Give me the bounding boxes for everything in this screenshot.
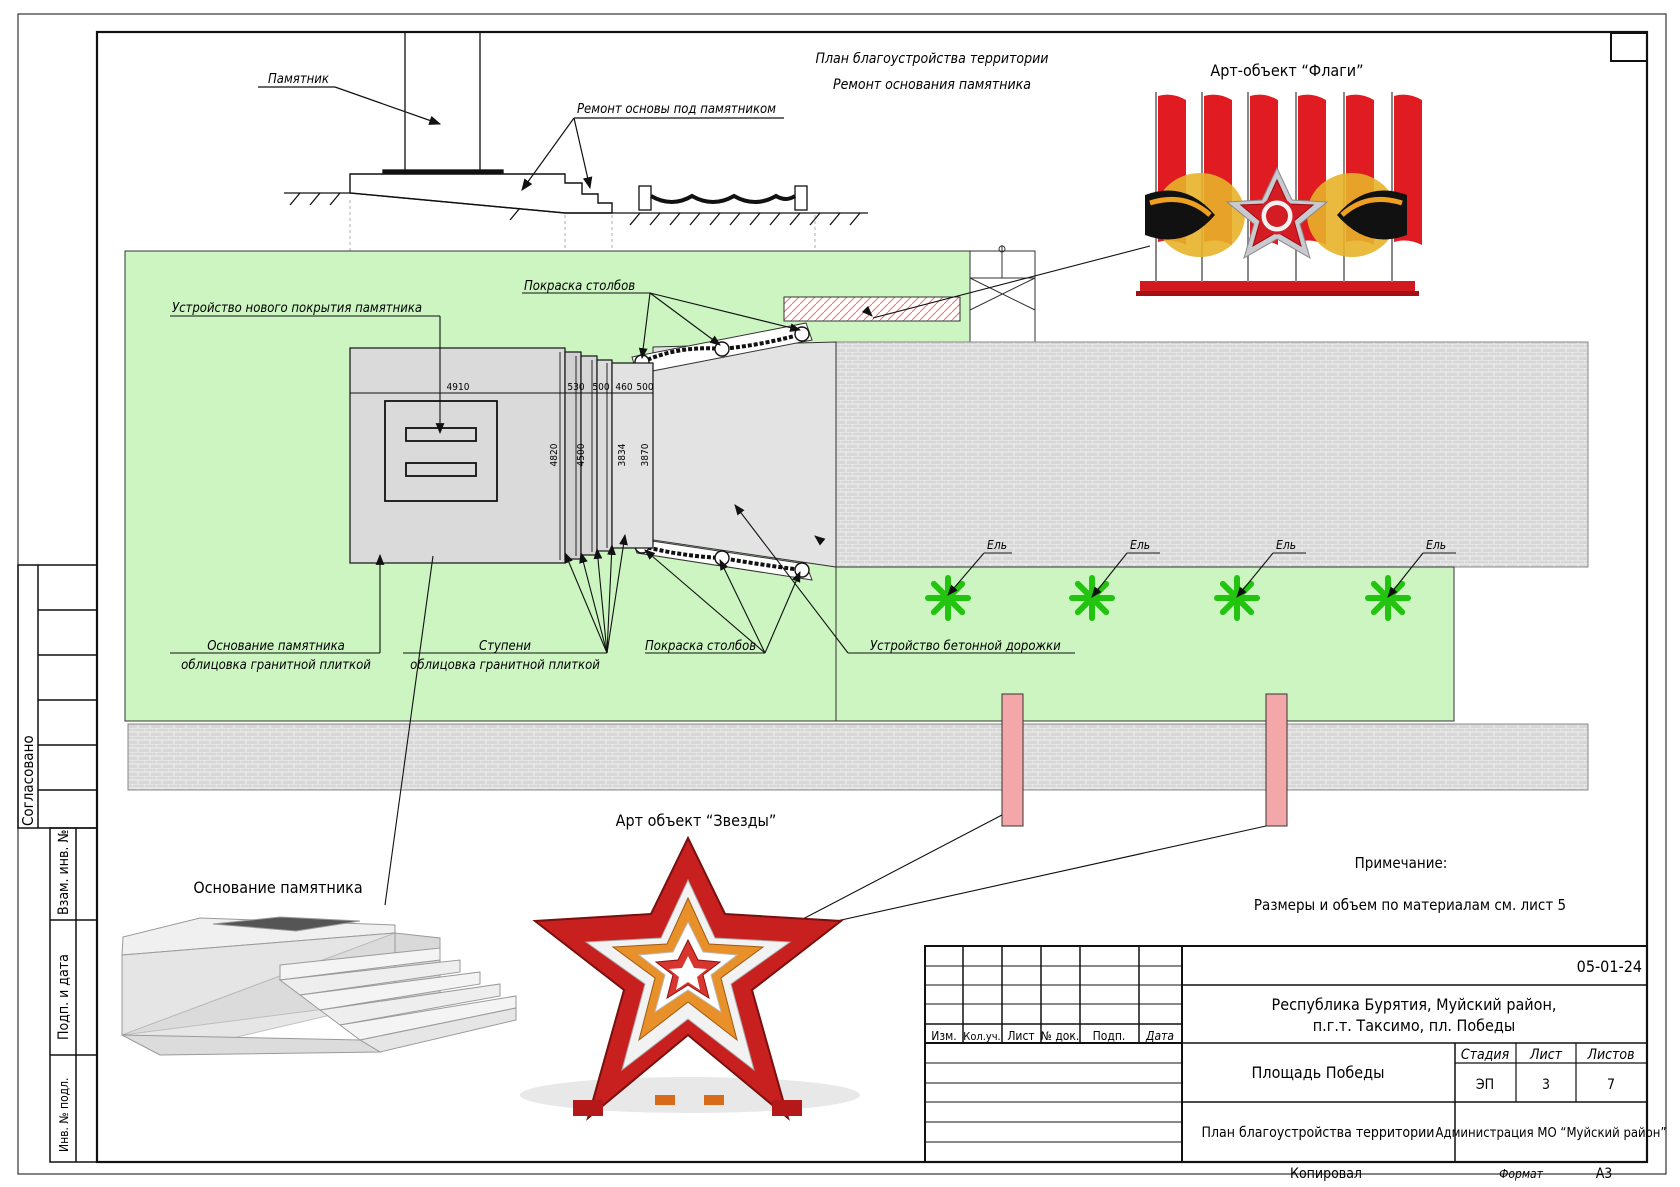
tb-org: Администрация МО “Муйский район” [1435,1126,1666,1141]
title-block [924,945,1648,1163]
fir-tree-icon [1069,575,1115,621]
tb-sheets-header: Листов [1586,1047,1634,1063]
side-stamp [17,564,98,1163]
dim-500b: 500 [636,382,653,393]
section-view [284,33,868,348]
tb-col-izm: Изм. [931,1029,956,1043]
tb-code: 05-01-24 [1577,957,1642,976]
tb-stage: ЭП [1476,1077,1494,1093]
label-monument: Памятник [268,72,329,87]
tb-col-doc: № док. [1041,1029,1080,1043]
label-paint-posts-top: Покраска столбов [524,279,635,294]
paving-top [835,341,1589,568]
tb-col-list: Лист [1007,1029,1034,1043]
post-top-2 [714,341,730,357]
stars-title: Арт объект “Звезды” [616,811,777,830]
tb-col-kol: Кол.уч. [963,1030,1000,1043]
label-base-line1: Основание памятника [207,639,345,654]
note-title: Примечание: [1355,854,1448,872]
tb-location-1: Республика Бурятия, Муйский район, [1272,995,1557,1014]
stamp-replace-inv: Взам. инв. № [56,829,72,915]
tb-drawing-name: План благоустройства территории [1201,1125,1434,1141]
note-text: Размеры и объем по материалам см. лист 5 [1254,896,1566,914]
dim-500a: 500 [592,382,609,393]
header-line1: План благоустройства территории [815,51,1048,67]
corner-box [1610,32,1648,62]
post-bottom-3 [794,562,810,578]
label-base-repair: Ремонт основы под памятником [577,102,776,117]
paving-bottom [127,723,1589,791]
fir-tree-icon [1214,575,1260,621]
tb-col-date: Дата [1145,1029,1174,1043]
dim-4910: 4910 [447,382,470,393]
tree-label-4: Ель [1426,538,1446,552]
label-steps-line1: Ступени [479,639,531,654]
tb-sheet: 3 [1542,1077,1550,1093]
tb-format-label: Формат [1499,1167,1544,1181]
label-paint-posts-bottom: Покраска столбов [645,639,756,654]
tb-sheet-header: Лист [1529,1047,1563,1063]
tb-sheets: 7 [1607,1077,1615,1093]
star-illustration [520,835,860,1121]
stamp-inv-orig: Инв. № подл. [57,1078,71,1152]
flags-title: Арт-объект “Флаги” [1210,61,1363,80]
tb-format: А3 [1596,1166,1613,1182]
dim-530: 530 [567,382,584,393]
dim-4500: 4500 [576,443,587,466]
flags-site [783,296,961,322]
monument-base-plan [349,347,654,564]
dim-3834: 3834 [617,443,628,466]
dim-460: 460 [615,382,632,393]
base-3d-illustration [120,916,517,1056]
marker-1 [1001,693,1024,827]
stamp-sign-date: Подп. и дата [56,954,72,1040]
tb-stage-header: Стадия [1461,1047,1510,1063]
dim-4820: 4820 [549,443,560,466]
marker-2 [1265,693,1288,827]
tree-label-3: Ель [1276,538,1296,552]
tb-col-sign: Подп. [1093,1029,1126,1043]
tb-object-name: Площадь Победы [1252,1063,1385,1082]
concrete-path [652,341,837,568]
label-base-line2: облицовка гранитной плиткой [181,658,371,673]
tree-label-2: Ель [1130,538,1150,552]
fir-tree-icon [925,575,971,621]
fir-tree-icon [1365,575,1411,621]
header-line2: Ремонт основания памятника [833,77,1031,93]
label-new-cover: Устройство нового покрытия памятника [172,301,422,316]
tree-label-1: Ель [987,538,1007,552]
tb-copied: Копировал [1290,1166,1362,1182]
base-3d-title: Основание памятника [193,878,362,897]
label-concrete-path: Устройство бетонной дорожки [870,639,1061,654]
flags-illustration [1136,92,1422,296]
label-steps-line2: облицовка гранитной плиткой [410,658,600,673]
stamp-agreed: Согласовано [19,735,37,826]
dim-3870: 3870 [640,443,651,466]
tb-location-2: п.г.т. Таксимо, пл. Победы [1313,1016,1515,1035]
